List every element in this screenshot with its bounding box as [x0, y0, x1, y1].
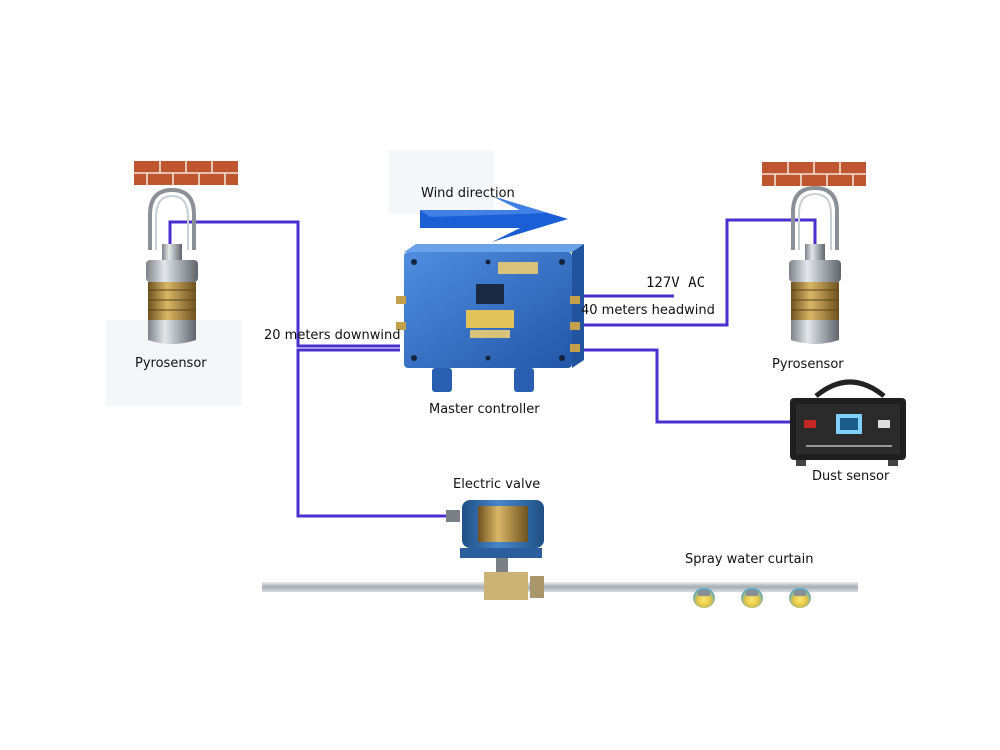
wind-direction-label: Wind direction [421, 186, 515, 201]
power-supply-label: 127V AC [646, 275, 706, 291]
downwind-distance-label: 20 meters downwind [264, 328, 401, 343]
arrow-right-icon [420, 196, 568, 242]
spray-water-curtain-label: Spray water curtain [685, 552, 814, 567]
nozzle-icon [741, 588, 763, 608]
wiring [168, 218, 817, 518]
dust-sensor-icon [790, 379, 906, 466]
wire-dust-sensor [580, 348, 792, 424]
wire-electric-valve [296, 348, 448, 518]
dust-sensor-label: Dust sensor [812, 469, 890, 484]
water-pipe [262, 582, 858, 592]
nozzle-icon [789, 588, 811, 608]
pyrosensor-left-label: Pyrosensor [135, 356, 207, 371]
brick-wall-icon [762, 162, 866, 186]
nozzle-icon [693, 588, 715, 608]
wire-right-pyrosensor [568, 218, 817, 327]
label-panel [388, 150, 494, 214]
headwind-distance-label: 40 meters headwind [581, 303, 715, 318]
pyrosensor-icon [146, 187, 198, 344]
electric-valve-label: Electric valve [453, 477, 541, 492]
brick-wall-icon [134, 161, 238, 185]
control-box-icon [396, 244, 584, 392]
wire-left-pyrosensor [168, 220, 400, 348]
master-controller-label: Master controller [429, 402, 540, 417]
pyrosensor-right-label: Pyrosensor [772, 357, 844, 372]
pyrosensor-icon [789, 185, 841, 344]
electric-valve-icon [446, 500, 544, 600]
